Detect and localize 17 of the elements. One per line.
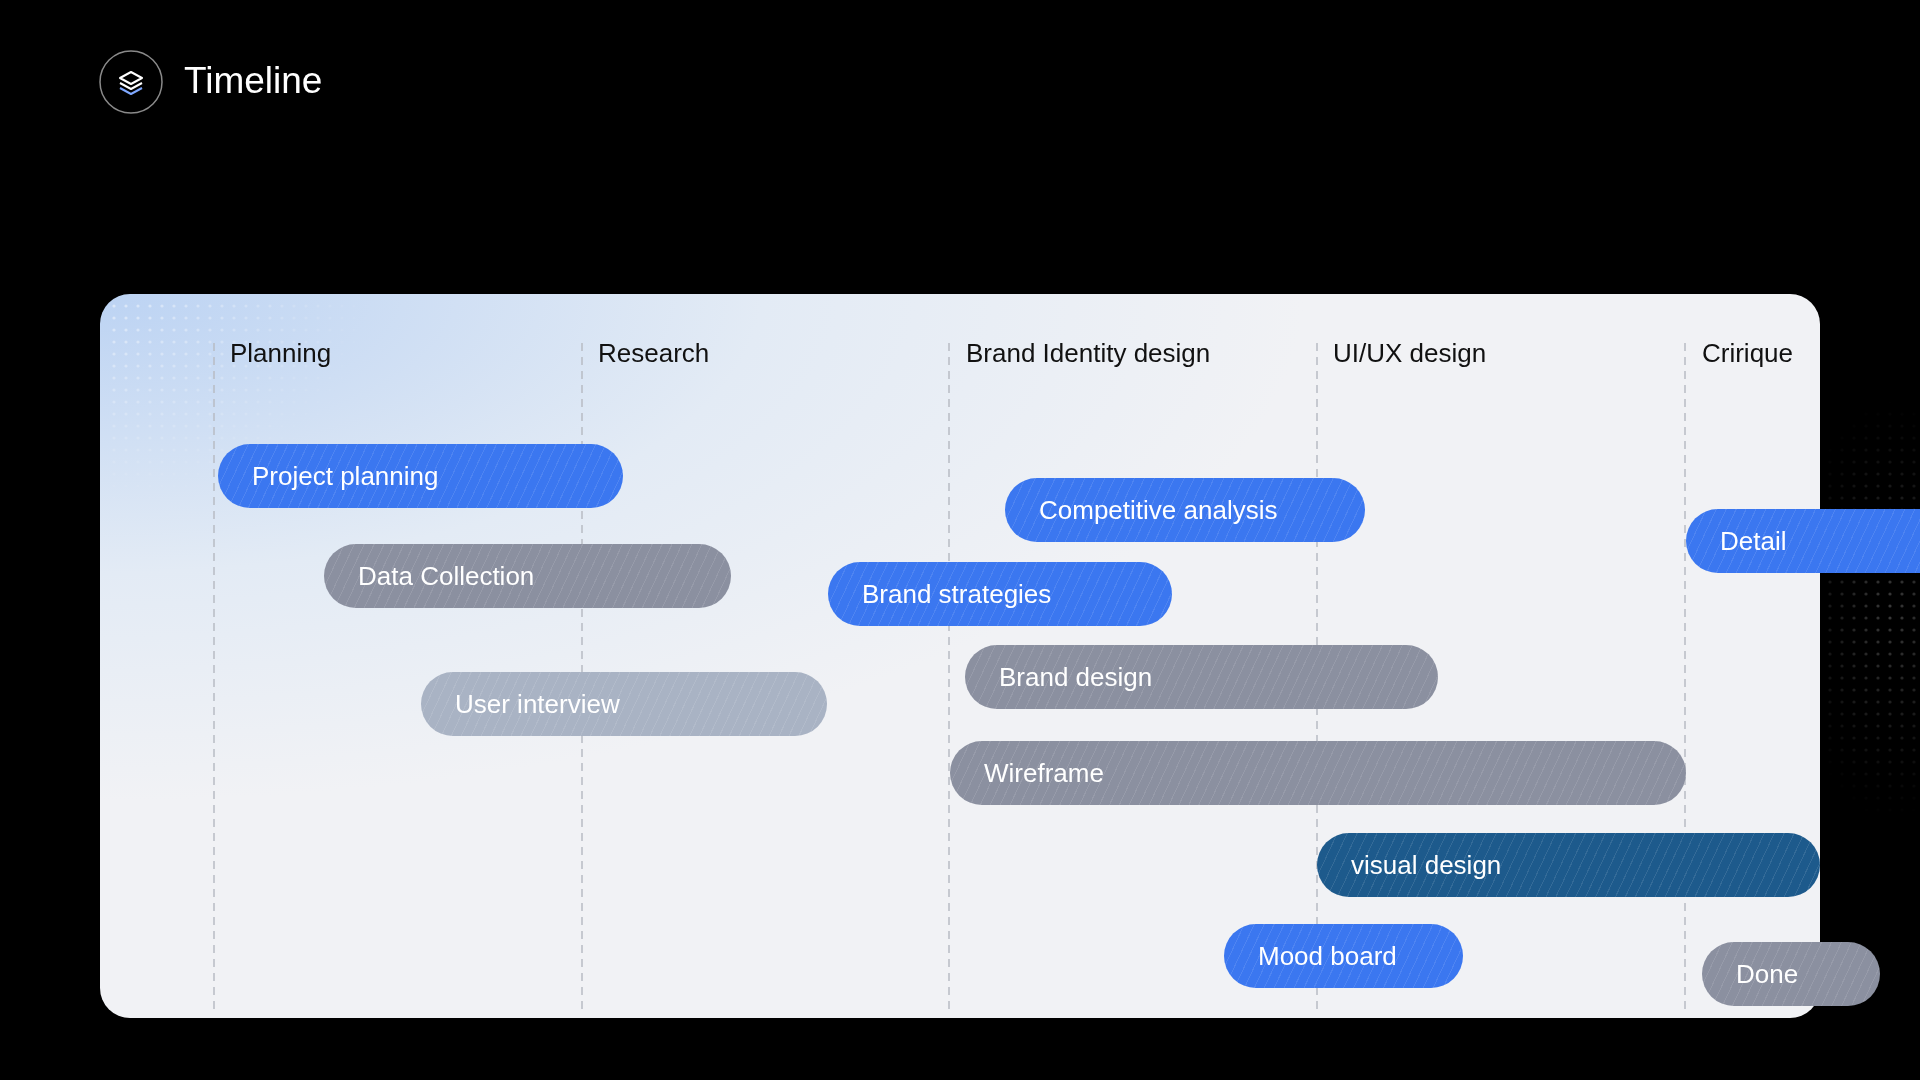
column-heading: Cririque xyxy=(1702,338,1794,369)
task-bar: Detail xyxy=(1686,509,1920,573)
column-heading: Research xyxy=(598,338,710,369)
task-bar: Done xyxy=(1702,942,1880,1006)
task-bar: Wireframe xyxy=(950,741,1686,805)
column-heading: Planning xyxy=(230,338,332,369)
task-bar: Competitive analysis xyxy=(1005,478,1365,542)
task-bar: Project planning xyxy=(218,444,623,508)
task-bar: Data Collection xyxy=(324,544,731,608)
column-heading: UI/UX design xyxy=(1333,338,1487,369)
task-bar: Mood board xyxy=(1224,924,1463,988)
column-heading: Brand Identity design xyxy=(966,338,1211,369)
task-bar: User interview xyxy=(421,672,827,736)
task-bar: Brand strategies xyxy=(828,562,1172,626)
title: Timeline xyxy=(184,60,323,102)
task-bar: Brand design xyxy=(965,645,1438,709)
task-bar: visual design xyxy=(1317,833,1820,897)
